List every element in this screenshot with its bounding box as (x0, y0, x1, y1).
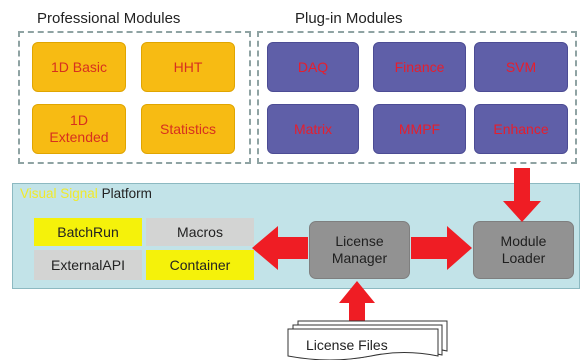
module-mmpf: MMPF (373, 104, 466, 154)
module-loader: Module Loader (473, 221, 574, 279)
module-1d-extended: 1D Extended (32, 104, 126, 154)
module-daq: DAQ (267, 42, 359, 92)
platform-brand: Visual Signal (20, 186, 98, 201)
module-enhance: Enhance (474, 104, 568, 154)
professional-modules-title: Professional Modules (37, 10, 181, 27)
feature-externalapi: ExternalAPI (34, 250, 142, 280)
platform-title: Visual Signal Platform (20, 186, 152, 201)
module-svm: SVM (474, 42, 568, 92)
license-manager: License Manager (309, 221, 410, 279)
license-files-label: License Files (306, 337, 388, 353)
module-statistics: Statistics (141, 104, 235, 154)
module-finance: Finance (373, 42, 466, 92)
platform-label: Platform (101, 186, 152, 201)
module-1d-basic: 1D Basic (32, 42, 126, 92)
module-matrix: Matrix (267, 104, 359, 154)
plugin-modules-title: Plug-in Modules (295, 10, 403, 27)
feature-batchrun: BatchRun (34, 218, 142, 246)
feature-macros: Macros (146, 218, 254, 246)
feature-container: Container (146, 250, 254, 280)
module-hht: HHT (141, 42, 235, 92)
